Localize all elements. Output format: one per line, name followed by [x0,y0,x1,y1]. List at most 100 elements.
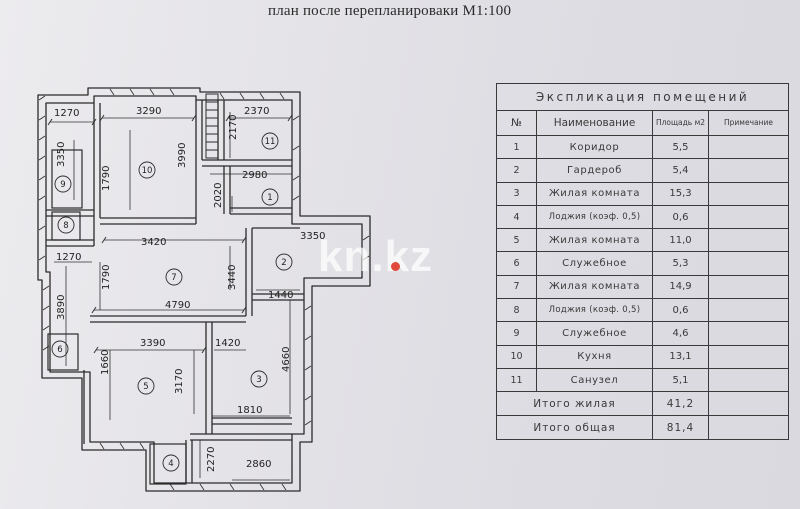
total-note [707,391,790,417]
dim-line [50,117,290,123]
dim-label: 3990 [177,143,188,168]
row-area: 5,1 [652,367,709,393]
dim-label: 3350 [300,231,325,242]
row-area: 13,1 [652,344,709,369]
interior-wall [212,417,292,425]
dim-label: 1810 [237,405,262,416]
room-marker [261,132,279,150]
room-number: 8 [63,221,68,231]
table-title: Экспликация помещений [495,83,790,111]
interior-wall [46,209,94,217]
row-note [707,321,790,346]
interior-wall [245,228,253,316]
dim-label: 2170 [228,115,239,140]
dim-label: 2270 [206,447,217,472]
row-note [707,158,790,183]
row-area: 4,6 [652,321,709,346]
dim-label: 2980 [242,170,267,181]
row-no: 1 [496,134,537,160]
dim-label: 1790 [101,166,112,191]
dim-label: 3390 [140,338,165,349]
loggia-box [51,211,81,241]
row-name: Служебное [536,251,653,276]
interior-wall [100,217,196,225]
interior-wall [217,100,225,160]
room-number: 6 [57,345,62,355]
row-area: 0,6 [652,204,709,230]
wall-hatch [109,88,285,100]
row-name: Санузел [536,367,653,393]
interior-wall [223,166,231,214]
loggia-box [149,443,187,485]
dim-tick [47,114,293,126]
row-no: 3 [496,181,537,206]
row-no: 10 [496,344,537,369]
interior-wall [205,322,213,434]
outer-wall [37,87,371,492]
dim-label: 1660 [100,350,111,375]
row-name: Кухня [536,344,653,369]
row-name: Лоджия (коэф. 0,5) [536,298,653,323]
dim-line [199,415,290,481]
vent-shaft-hatch [206,101,218,151]
room-number: 10 [142,166,153,176]
room-marker [162,454,180,472]
dim-label: 1270 [56,252,81,263]
interior-wall [230,207,292,215]
row-note [707,274,790,300]
interior-wall [90,315,246,323]
room-marker [261,188,279,206]
loggia-box [51,149,83,209]
wall-hatch [99,442,287,491]
page-title: план после перепланироваки М1:100 [268,3,512,19]
row-note [707,344,790,369]
dim-label: 2860 [246,459,271,470]
header-no: № [496,110,537,136]
row-no: 11 [496,367,537,393]
row-note [707,228,790,253]
room-marker [165,268,183,286]
dim-label: 1420 [215,338,240,349]
row-note [707,298,790,323]
dim-line [229,246,300,414]
row-no: 4 [496,204,537,230]
room-marker [250,370,268,388]
dim-label: 2370 [244,106,269,117]
row-name: Коридор [536,134,653,160]
interior-wall [202,159,292,167]
room-marker [275,253,293,271]
interior-wall [252,293,304,301]
room-marker [57,216,75,234]
dim-label: 3170 [174,369,185,394]
wall-hatch [292,115,370,426]
room-number: 5 [143,382,148,392]
row-note [707,181,790,206]
room-marker [54,175,72,193]
interior-wall [190,433,292,441]
row-note [707,134,790,160]
room-number: 7 [171,273,176,283]
row-area: 15,3 [652,181,709,206]
row-name: Гардероб [536,158,653,183]
room-marker [138,161,156,179]
dim-label: 2020 [213,183,224,208]
interior-wall [93,103,101,246]
total-area: 41,2 [652,391,709,417]
dim-label: 3440 [227,265,238,290]
row-no: 5 [496,228,537,253]
total-note [707,415,790,441]
row-no: 7 [496,274,537,300]
header-area: Площадь м2 [652,110,709,136]
interior-wall [195,100,203,224]
dim-line [99,173,292,310]
